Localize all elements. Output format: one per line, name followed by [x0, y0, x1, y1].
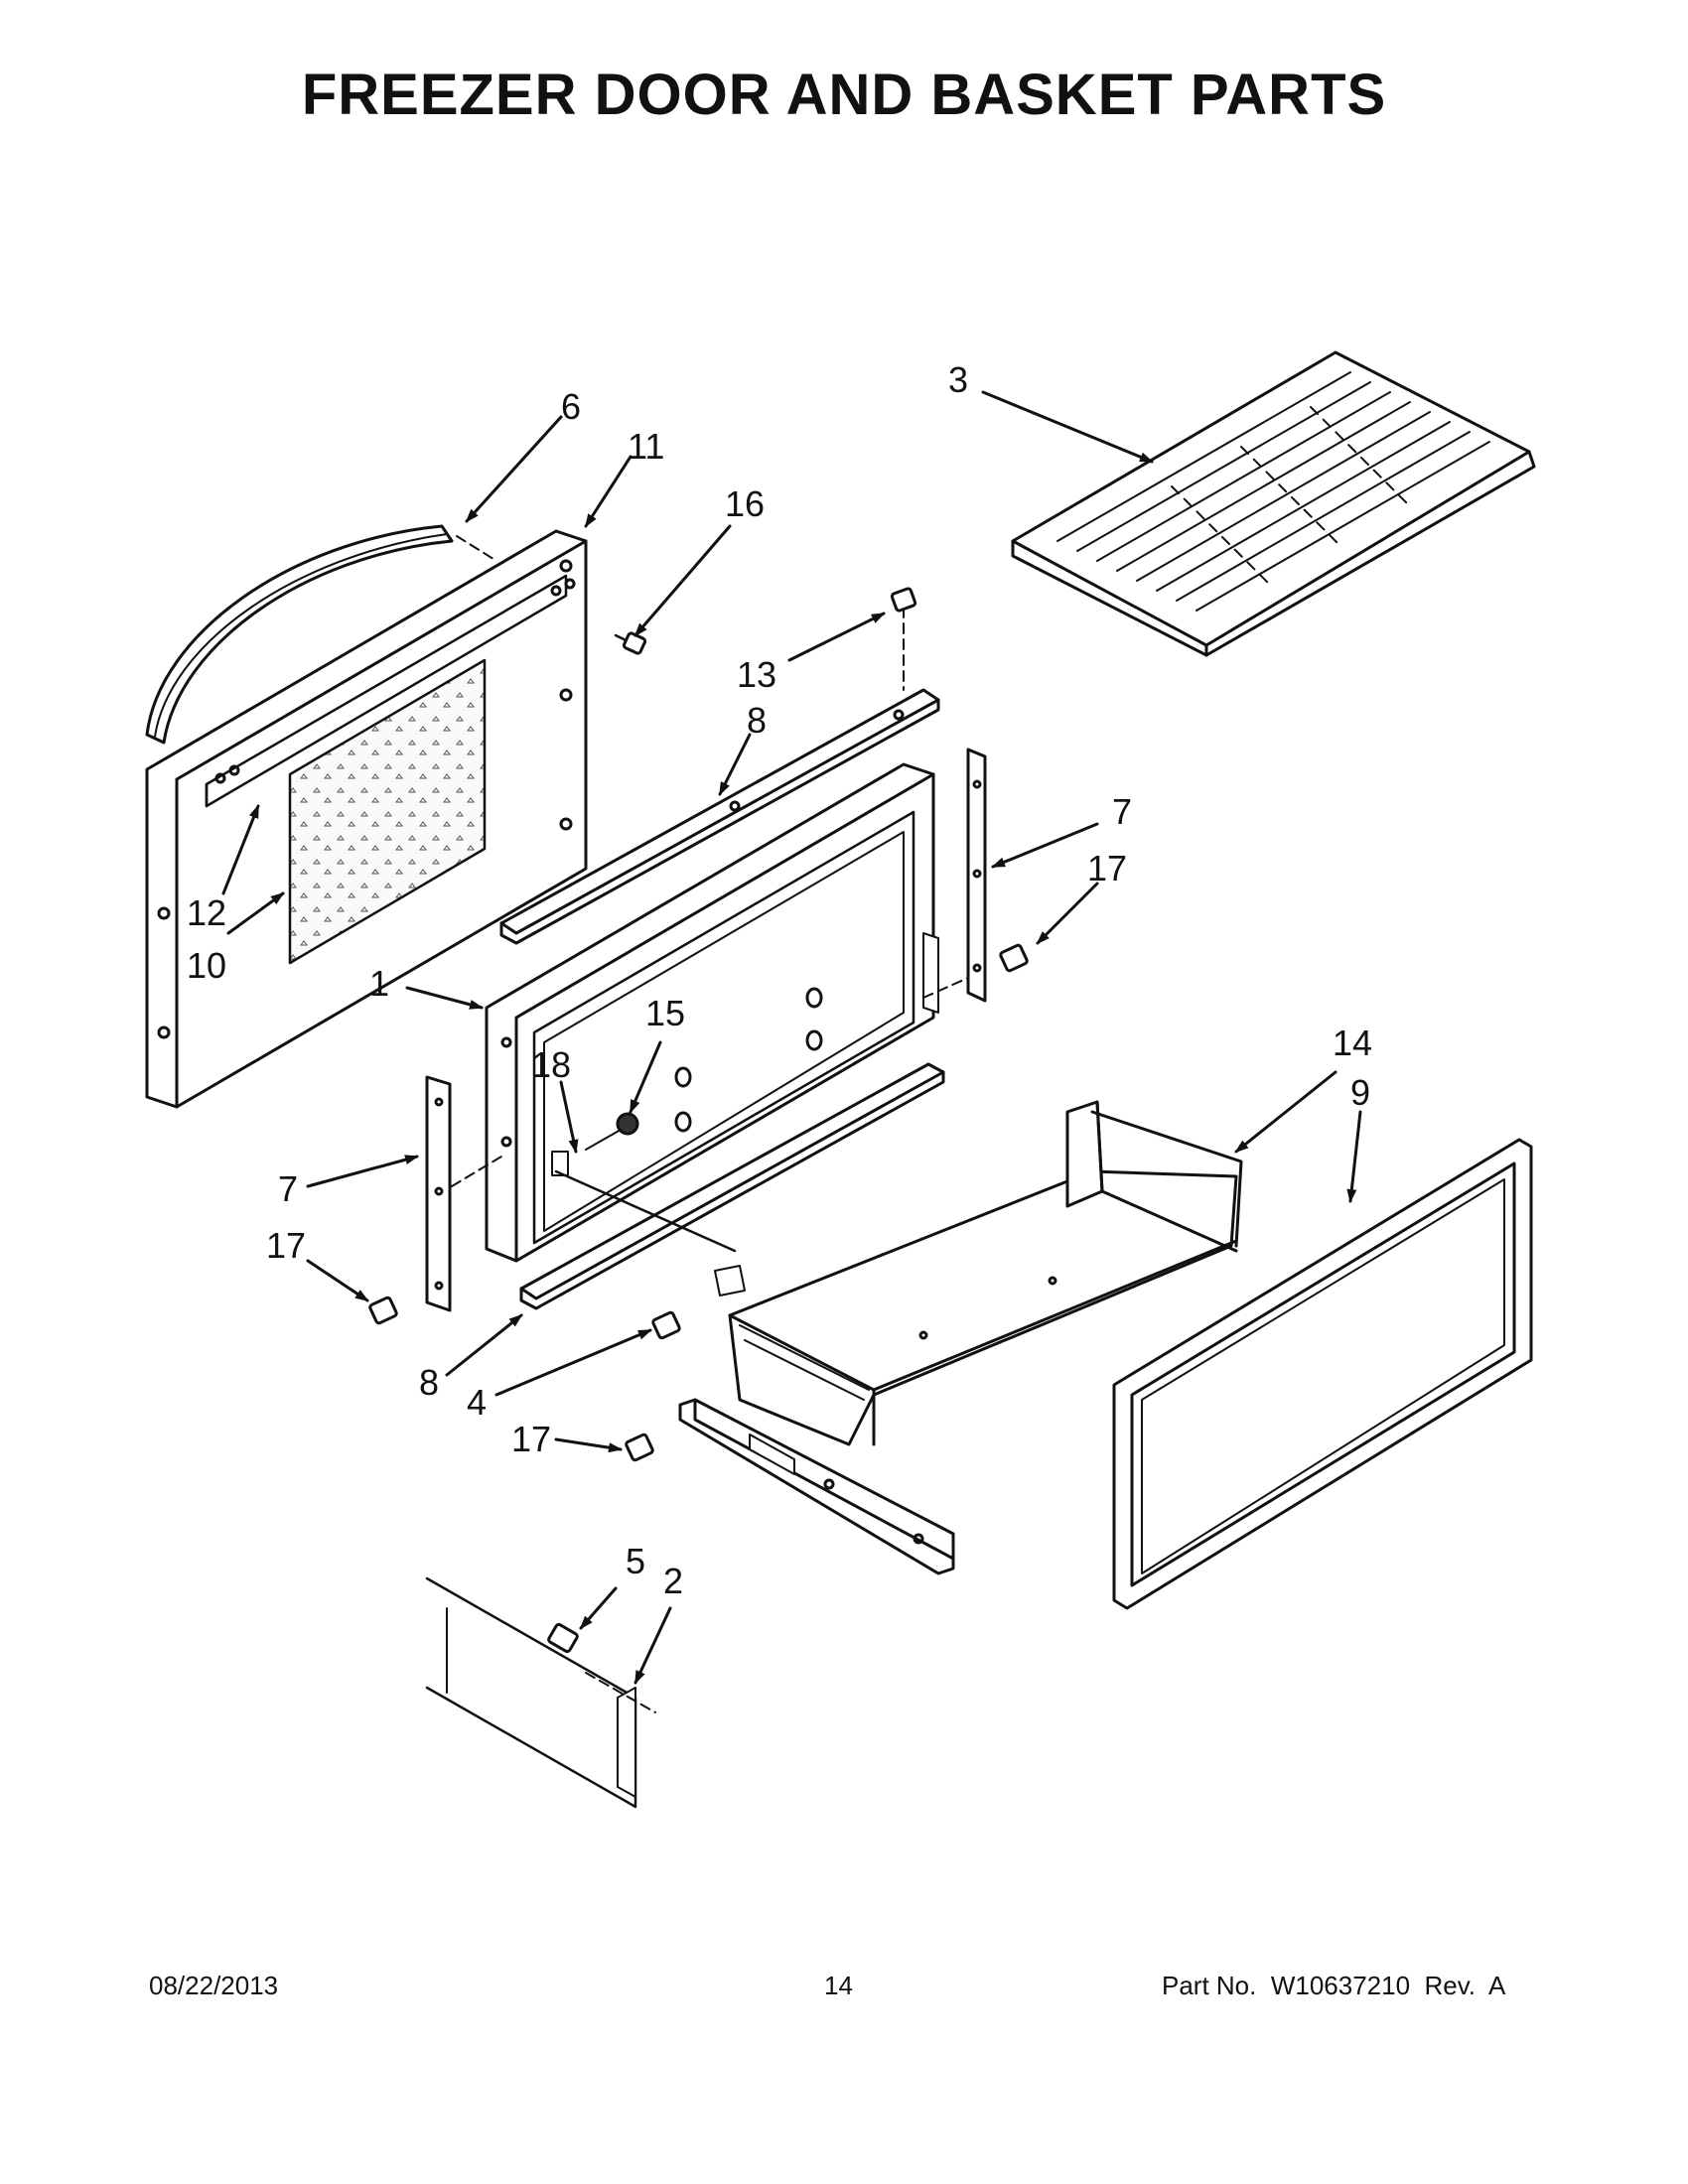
door-trim-bottom-part	[519, 1062, 945, 1310]
callout-1: 1	[369, 963, 389, 1004]
screw-part-17-right	[999, 943, 1029, 973]
footer-page-number: 14	[824, 1971, 853, 2000]
callout-17a: 17	[1087, 848, 1127, 888]
clip-part-18	[551, 1151, 737, 1253]
callout-9: 9	[1350, 1072, 1370, 1113]
drawer-slide-part	[678, 1398, 955, 1575]
inner-door-liner-part	[485, 762, 939, 1263]
callout-17c: 17	[511, 1419, 551, 1459]
callout-7a: 7	[1112, 791, 1132, 832]
callout-18: 18	[531, 1044, 571, 1085]
callout-4: 4	[467, 1382, 487, 1423]
footer-part-number: Part No. W10637210 Rev. A	[1162, 1971, 1506, 2000]
callout-8a: 8	[747, 700, 767, 741]
door-handle-part	[145, 524, 454, 745]
leader-arrows	[221, 390, 1362, 1685]
basket-divider-part	[425, 1576, 637, 1809]
callout-labels: 1 2 3 4 5 6 7 7 8 8 9 10 11 12 13 14 15 …	[187, 359, 1372, 1601]
callout-13: 13	[737, 654, 776, 695]
page-title: FREEZER DOOR AND BASKET PARTS	[301, 63, 1387, 127]
screw-part-17-bottom	[625, 1433, 654, 1462]
callout-8b: 8	[419, 1362, 439, 1403]
callout-16: 16	[725, 483, 765, 524]
screw-part-4	[651, 1310, 681, 1340]
door-gasket-part	[1112, 1138, 1533, 1610]
door-trim-top-part	[499, 688, 940, 945]
callout-12: 12	[187, 892, 226, 933]
callout-14: 14	[1333, 1023, 1372, 1063]
screw-part-13	[890, 587, 917, 691]
screw-part-17-left	[368, 1296, 398, 1325]
screw-part-5	[547, 1622, 579, 1654]
side-trim-left-part	[425, 1075, 452, 1312]
side-trim-right-part	[966, 748, 987, 1003]
screw-part-16	[614, 631, 647, 655]
callout-17b: 17	[266, 1225, 306, 1266]
callout-3: 3	[948, 359, 968, 400]
callout-5: 5	[626, 1541, 645, 1581]
outer-door-panel-part	[145, 529, 588, 1109]
callout-15: 15	[645, 993, 685, 1033]
callout-2: 2	[663, 1561, 683, 1601]
footer-date: 08/22/2013	[149, 1971, 279, 2000]
callout-6: 6	[561, 386, 581, 427]
bumper-part-15	[585, 1112, 639, 1151]
freezer-basket-part	[714, 1100, 1243, 1446]
callout-7b: 7	[278, 1168, 298, 1209]
callout-10: 10	[187, 945, 226, 986]
callout-11: 11	[628, 426, 664, 467]
freezer-rack-part	[1011, 350, 1536, 657]
assembly-lines	[451, 535, 969, 1713]
